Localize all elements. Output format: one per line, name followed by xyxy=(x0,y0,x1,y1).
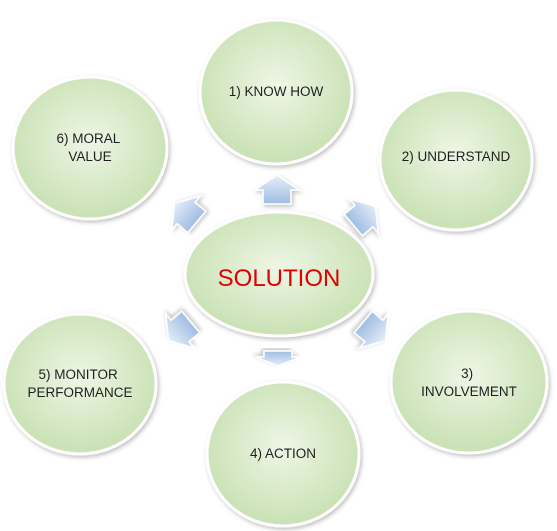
center-node-label: SOLUTION xyxy=(218,265,341,292)
arrow-to-monitor-performance xyxy=(164,310,201,350)
node-moral-value-label: 6) MORAL VALUE xyxy=(56,131,123,164)
node-action-label: 4) ACTION xyxy=(250,446,316,461)
node-understand-label: 2) UNDERSTAND xyxy=(402,149,511,164)
arrow-to-involvement xyxy=(353,310,390,350)
node-understand: 2) UNDERSTAND xyxy=(378,88,534,232)
arrows-group xyxy=(164,174,390,367)
node-know-how-label: 1) KNOW HOW xyxy=(229,84,324,99)
node-involvement: 3) INVOLVEMENT xyxy=(389,309,549,455)
arrow-to-understand xyxy=(343,197,380,237)
node-monitor-performance-label: 5) MONITOR PERFORMANCE xyxy=(27,367,132,400)
arrow-to-action xyxy=(255,350,301,367)
node-monitor-performance: 5) MONITOR PERFORMANCE xyxy=(2,312,158,456)
node-know-how: 1) KNOW HOW xyxy=(198,18,354,166)
center-node: SOLUTION xyxy=(183,210,375,338)
arrow-to-know-how xyxy=(252,174,302,205)
arrow-to-moral-value xyxy=(170,194,207,234)
node-involvement-label: 3) INVOLVEMENT xyxy=(421,366,517,399)
node-moral-value: 6) MORAL VALUE xyxy=(11,75,169,221)
node-action: 4) ACTION xyxy=(205,380,361,528)
